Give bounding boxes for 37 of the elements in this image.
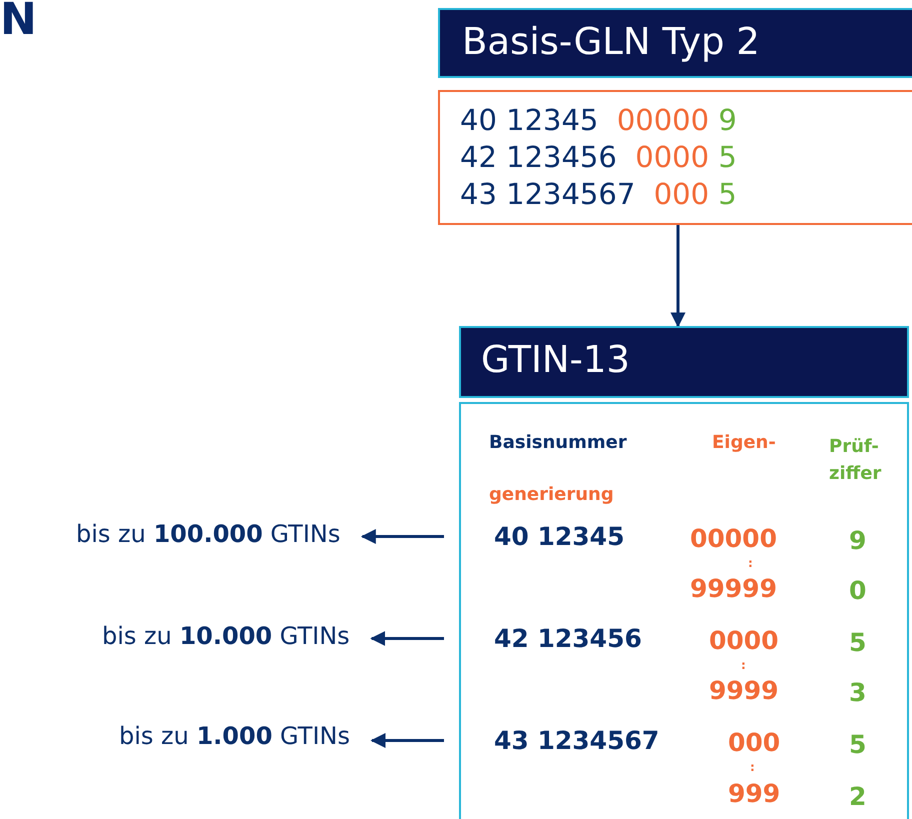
range-separator: : [741, 658, 746, 672]
base-number: 43 1234567 [494, 726, 660, 755]
check-digit: 5 [849, 730, 866, 759]
range-separator: : [748, 556, 753, 570]
check-digit: 2 [849, 782, 866, 811]
range-start: 000 [728, 728, 780, 757]
column-heading: Prüf- ziffer [829, 435, 882, 486]
range-note: bis zu 1.000 GTINs [119, 722, 350, 750]
arrow [670, 225, 686, 328]
range-end: 9999 [709, 676, 779, 705]
arrow [360, 529, 444, 544]
arrow [370, 631, 444, 646]
check-digit: 5 [849, 628, 866, 657]
check-digit: 9 [849, 526, 866, 555]
range-end: 999 [728, 779, 780, 808]
column-heading: Eigen- [712, 432, 776, 453]
range-separator: : [750, 760, 755, 774]
check-digit: 3 [849, 678, 866, 707]
check-digit: 0 [849, 576, 866, 605]
arrow [370, 733, 444, 748]
number-line: 40 12345 00000 9 [460, 102, 737, 139]
range-start: 0000 [709, 626, 779, 655]
base-number: 42 123456 [494, 624, 642, 653]
range-start: 00000 [690, 524, 777, 553]
table-panel [459, 402, 909, 819]
number-line: 42 123456 0000 5 [460, 139, 737, 176]
column-heading: generierung [489, 484, 614, 505]
title-bar: Basis-GLN Typ 2 [438, 8, 912, 78]
heading-fragment: N [0, 0, 37, 45]
range-note: bis zu 10.000 GTINs [102, 622, 350, 650]
column-heading: Basisnummer [489, 432, 627, 453]
title-bar: GTIN-13 [459, 326, 909, 398]
number-line: 43 1234567 000 5 [460, 176, 737, 213]
number-box [438, 90, 912, 225]
range-note: bis zu 100.000 GTINs [76, 520, 340, 548]
range-end: 99999 [690, 574, 777, 603]
base-number: 40 12345 [494, 522, 624, 551]
